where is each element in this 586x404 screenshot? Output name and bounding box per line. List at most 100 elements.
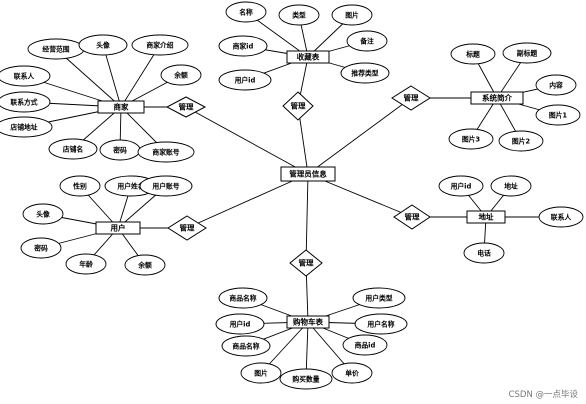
attribute-ellipse xyxy=(137,141,195,163)
attribute-label: 购买数量 xyxy=(292,375,319,384)
relation-user: 管理 xyxy=(167,215,207,241)
entity-address: 地址 xyxy=(466,210,506,224)
attribute-ellipse xyxy=(131,34,189,56)
attribute-label: 图片3 xyxy=(462,135,481,144)
attribute-label: 商家账号 xyxy=(152,148,179,157)
attribute-ellipse xyxy=(0,91,51,113)
attribute-merchant-2: 商家介绍 xyxy=(131,34,189,56)
entity-label: 收藏表 xyxy=(297,52,320,62)
attribute-user-4: 密码 xyxy=(20,237,62,259)
attribute-ellipse xyxy=(218,287,268,309)
relation-product: 管理 xyxy=(282,91,314,121)
relation-diamond xyxy=(167,215,207,241)
attribute-ellipse xyxy=(342,334,388,356)
attribute-product-5: 用户id xyxy=(218,69,272,91)
entity-merchant: 商家 xyxy=(97,100,145,114)
attribute-label: 余额 xyxy=(137,261,152,270)
relation-label: 管理 xyxy=(404,93,419,103)
relation-label: 管理 xyxy=(291,101,306,111)
attribute-ellipse xyxy=(20,237,62,259)
attribute-label: 用户id xyxy=(234,76,256,85)
attribute-ellipse xyxy=(502,42,552,64)
attribute-label: 密码 xyxy=(113,146,127,155)
attribute-label: 用户姓名 xyxy=(116,182,144,191)
attribute-merchant-8: 密码 xyxy=(99,139,141,161)
attribute-address-3: 电话 xyxy=(463,242,505,264)
attribute-label: 名称 xyxy=(239,8,253,17)
attribute-label: 标题 xyxy=(465,50,480,59)
attribute-label: 内容 xyxy=(549,81,563,90)
attribute-ellipse xyxy=(463,242,505,264)
diagram-nodes: 管理员信息管理商家经营范围头像商家介绍联系人联系方式余额店铺地址店铺名密码商家账… xyxy=(0,1,584,390)
attribute-product-3: 商家id xyxy=(218,35,268,57)
attribute-product-2: 图片 xyxy=(331,4,373,26)
attribute-label: 商品名称 xyxy=(229,294,256,303)
attribute-label: 商品名称 xyxy=(232,342,259,351)
attribute-label: 商家id xyxy=(233,42,254,51)
attribute-user-5: 年龄 xyxy=(65,253,107,275)
attribute-address-2: 联系人 xyxy=(538,206,584,228)
attribute-address-1: 地址 xyxy=(490,175,532,197)
relation-shop: 管理 xyxy=(289,249,323,277)
attribute-ellipse xyxy=(22,203,64,225)
entity-center: 管理员信息 xyxy=(280,166,336,182)
attribute-product-0: 名称 xyxy=(225,1,267,23)
attribute-label: 用户类型 xyxy=(364,294,392,303)
attribute-ellipse xyxy=(278,4,320,26)
attribute-label: 经营范围 xyxy=(42,45,69,54)
attribute-product-6: 推荐类型 xyxy=(340,62,390,84)
edge-center-user xyxy=(186,173,309,229)
attribute-shop-5: 商品id xyxy=(342,334,388,356)
attribute-shop-6: 图片 xyxy=(240,362,282,384)
entity-label: 管理员信息 xyxy=(289,169,327,179)
edge-center-merchant xyxy=(185,106,309,175)
attribute-shop-3: 用户名称 xyxy=(354,313,408,335)
relation-diamond xyxy=(165,96,207,118)
entity-box xyxy=(470,91,524,105)
attribute-ellipse xyxy=(160,64,202,86)
attribute-system-5: 图片3 xyxy=(448,128,494,150)
attribute-ellipse xyxy=(218,35,268,57)
relation-diamond xyxy=(289,249,323,277)
attribute-system-1: 副标题 xyxy=(502,42,552,64)
attribute-label: 联系方式 xyxy=(10,98,37,107)
attribute-label: 单价 xyxy=(345,369,359,378)
attribute-product-1: 类型 xyxy=(278,4,320,26)
attribute-label: 类型 xyxy=(292,11,306,20)
attribute-label: 用户账号 xyxy=(151,182,179,191)
attribute-ellipse xyxy=(498,130,544,152)
attribute-address-0: 用户id xyxy=(438,175,484,197)
entity-box xyxy=(280,166,336,182)
attribute-ellipse xyxy=(450,43,496,65)
attribute-ellipse xyxy=(535,104,581,126)
relation-address: 管理 xyxy=(393,204,431,230)
attribute-merchant-5: 余额 xyxy=(160,64,202,86)
entity-box xyxy=(466,210,506,224)
attribute-label: 图片1 xyxy=(549,111,568,120)
attribute-ellipse xyxy=(218,69,272,91)
attribute-ellipse xyxy=(0,65,51,87)
attribute-label: 图片2 xyxy=(512,137,531,146)
relation-label: 管理 xyxy=(299,258,314,268)
entity-product: 收藏表 xyxy=(286,50,330,64)
attribute-system-4: 图片2 xyxy=(498,130,544,152)
attribute-label: 店铺名 xyxy=(63,145,83,154)
attribute-user-2: 用户账号 xyxy=(139,175,193,197)
attribute-ellipse xyxy=(331,4,373,26)
attribute-label: 图片 xyxy=(254,369,268,378)
entity-box xyxy=(97,100,145,114)
edge-attr-merchant-2 xyxy=(120,44,161,108)
attribute-merchant-0: 经营范围 xyxy=(27,38,85,60)
attribute-ellipse xyxy=(65,253,107,275)
relation-label: 管理 xyxy=(180,223,195,233)
attribute-label: 地址 xyxy=(504,182,518,191)
attribute-system-0: 标题 xyxy=(450,43,496,65)
entity-box xyxy=(286,315,330,329)
entity-label: 地址 xyxy=(479,212,494,222)
attribute-ellipse xyxy=(0,116,53,138)
attribute-ellipse xyxy=(438,175,484,197)
attribute-system-3: 图片1 xyxy=(535,104,581,126)
attribute-label: 头像 xyxy=(36,210,50,219)
attribute-ellipse xyxy=(139,175,193,197)
attribute-label: 用户名称 xyxy=(366,320,394,329)
